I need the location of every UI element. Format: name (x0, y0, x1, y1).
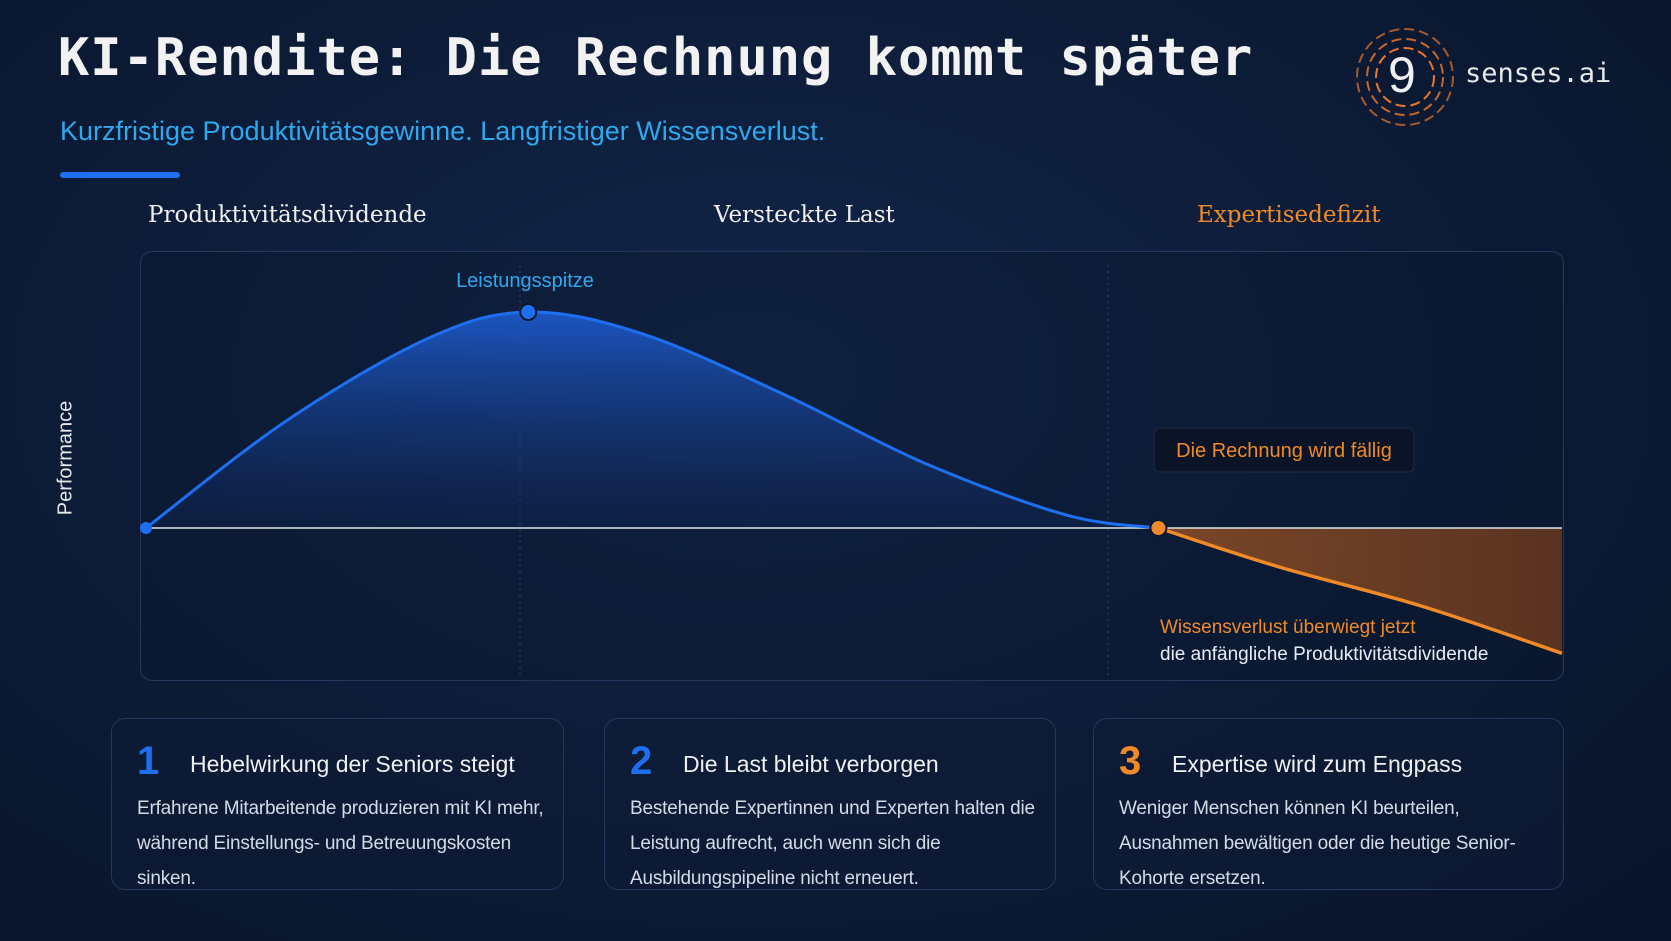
phase-label-productivity: Produktivitätsdividende (148, 202, 427, 228)
card-2-text: Bestehende Expertinnen und Experten halt… (630, 798, 1035, 889)
card-1: 1 Hebelwirkung der Seniors steigt Erfahr… (111, 718, 564, 890)
logo-spiral-icon (1356, 28, 1454, 126)
crossover-point (1149, 519, 1168, 537)
performance-curve-negative (1157, 526, 1563, 655)
card-1-text: Erfahrene Mitarbeitende produzieren mit … (137, 798, 544, 889)
card-3-number: 3 (1119, 739, 1142, 783)
card-3-title: Expertise wird zum Engpass (1172, 751, 1463, 777)
accent-bar (60, 172, 180, 178)
card-3: 3 Expertise wird zum Engpass Weniger Men… (1093, 718, 1564, 890)
loss-label-line-1: Wissensverlust überwiegt jetzt (1160, 617, 1416, 638)
card-1-number: 1 (137, 739, 160, 783)
card-2: 2 Die Last bleibt verborgen Bestehende E… (604, 718, 1056, 890)
logo-text: senses.ai (1465, 58, 1612, 89)
peak-point (519, 303, 538, 321)
start-point (140, 522, 152, 534)
performance-curve-positive (145, 310, 1159, 530)
positive-area (146, 311, 1159, 528)
due-label-box (1153, 427, 1415, 473)
card-2-title: Die Last bleibt verborgen (683, 751, 939, 777)
card-1-title: Hebelwirkung der Seniors steigt (190, 751, 515, 777)
phase-label-expertise-deficit: Expertisedefizit (1197, 202, 1381, 228)
logo-digit: 9 (1388, 47, 1416, 103)
phase-label-hidden-load: Versteckte Last (714, 202, 895, 228)
card-2-number: 2 (630, 739, 653, 783)
page-subtitle: Kurzfristige Produktivitätsgewinne. Lang… (60, 116, 826, 146)
page-title: KI-Rendite: Die Rechnung kommt später (58, 28, 1254, 88)
peak-label: Leistungsspitze (456, 270, 594, 292)
loss-label-line-2: die anfängliche Produktivitätsdividende (1160, 644, 1489, 665)
due-label: Die Rechnung wird fällig (1176, 440, 1392, 462)
card-3-text: Weniger Menschen können KI beurteilen, A… (1119, 798, 1516, 889)
logo: 9 senses.ai (1350, 20, 1612, 135)
